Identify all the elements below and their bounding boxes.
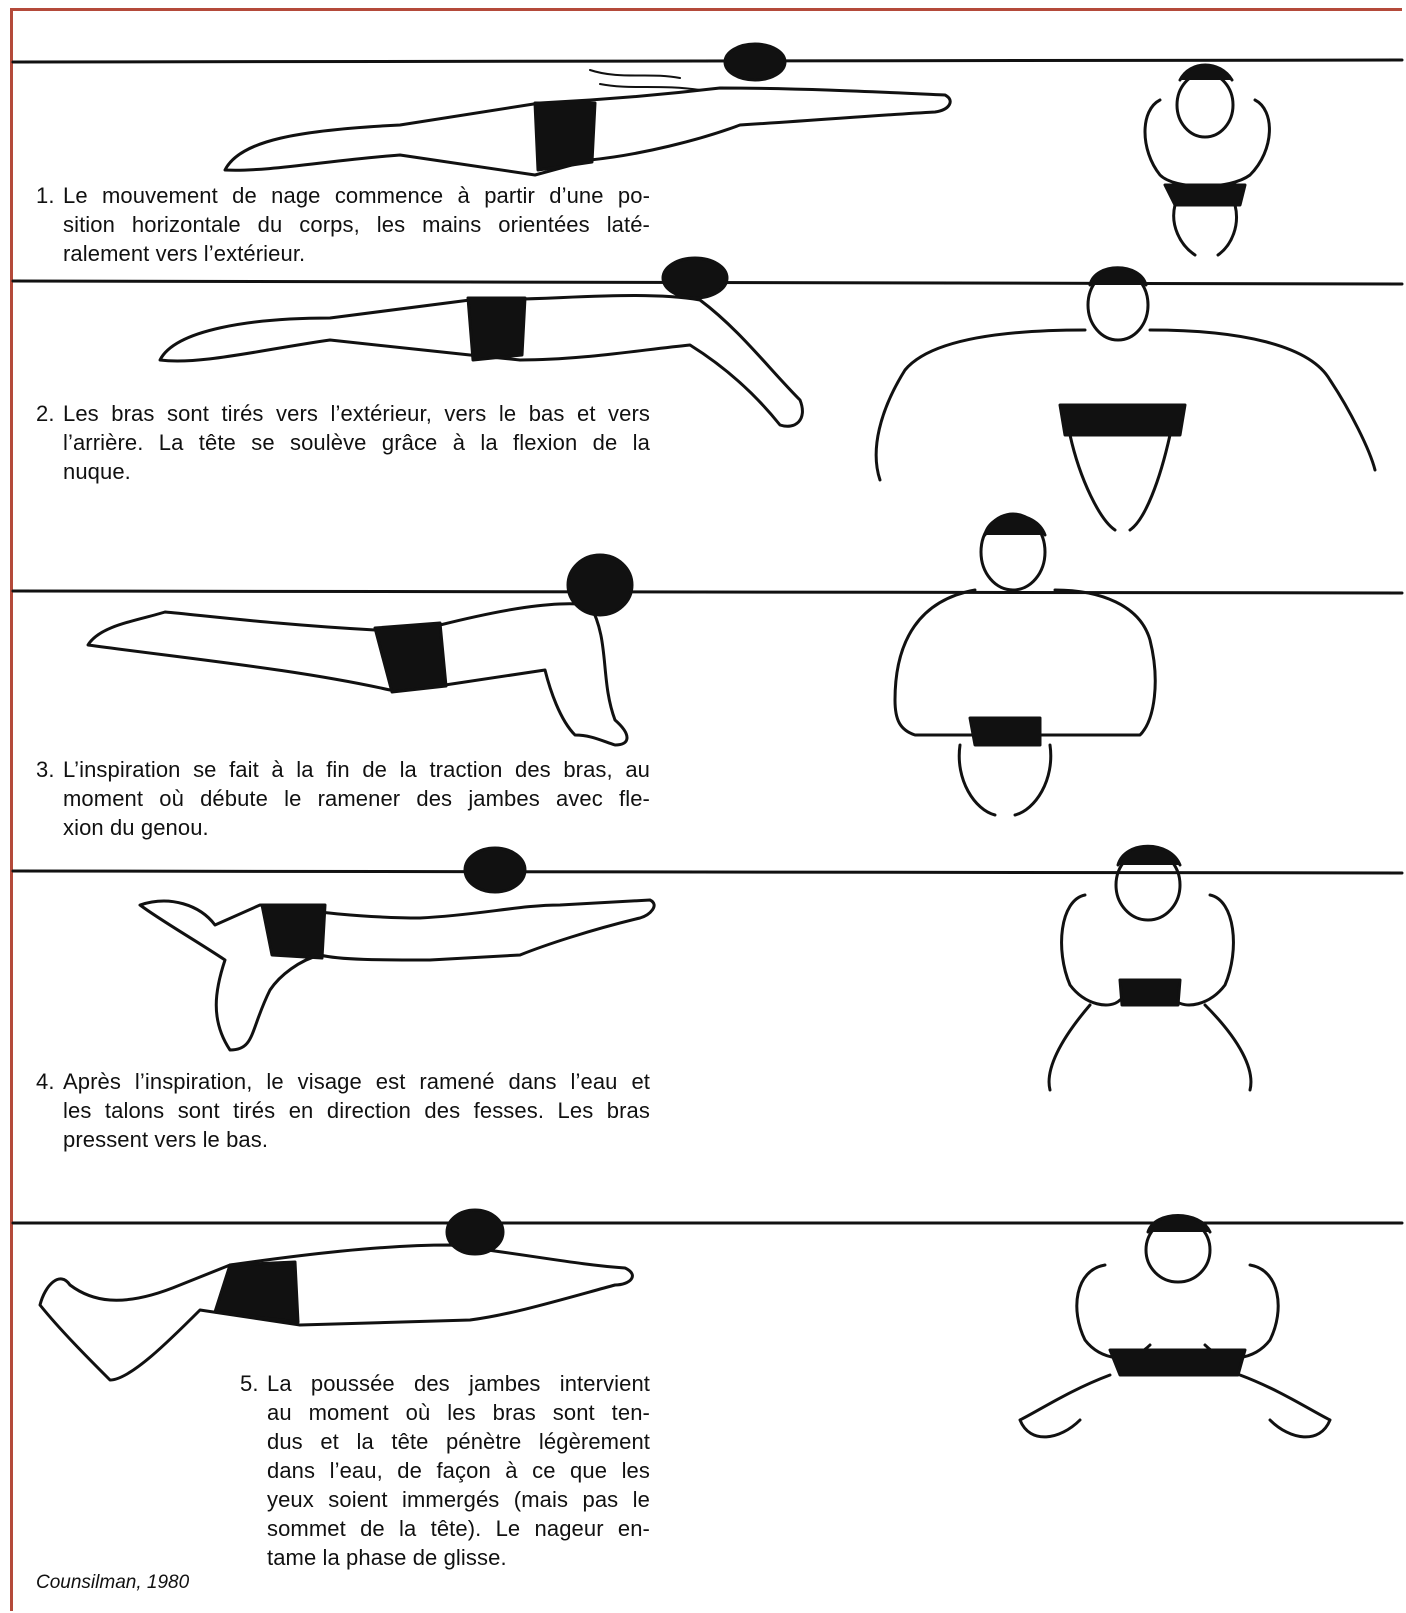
step-3-caption: 3. L’inspiration se fait à la fin de la … <box>36 755 650 842</box>
step-1-caption: 1. Le mouvement de nage commence à parti… <box>36 181 650 268</box>
source-credit: Counsilman, 1980 <box>36 1572 189 1594</box>
step-1-line-1: Le mouvement de nage commence à partir d… <box>63 181 650 210</box>
step-2-caption: 2. Les bras sont tirés vers l’extérieur,… <box>36 399 650 486</box>
step-4-caption: 4. Après l’inspiration, le visage est ra… <box>36 1067 650 1154</box>
swimmer-front-5 <box>1020 1216 1330 1437</box>
step-5-line-5: yeux soient immergés (mais pas le <box>267 1485 650 1514</box>
step-4-line-1: Après l’inspiration, le visage est ramen… <box>63 1067 650 1096</box>
step-1-number: 1. <box>36 181 55 210</box>
swimmer-front-2 <box>876 268 1375 530</box>
swimmer-front-4 <box>1049 846 1251 1090</box>
step-3-line-1: L’inspiration se fait à la fin de la tra… <box>63 755 650 784</box>
step-2-line-2: l’arrière. La tête se soulève grâce à la… <box>63 428 650 457</box>
water-line-3 <box>13 591 1402 593</box>
swimmer-side-5 <box>40 1210 632 1380</box>
step-5-caption: 5. La poussée des jambes intervient au m… <box>240 1369 650 1572</box>
water-line-4 <box>13 871 1402 873</box>
step-4-line-2: les talons sont tirés en direction des f… <box>63 1096 650 1125</box>
step-5-line-1: La poussée des jambes intervient <box>267 1369 650 1398</box>
swimmer-front-1 <box>1145 65 1269 255</box>
step-5-line-6: sommet de la tête). Le nageur en- <box>267 1514 650 1543</box>
step-2-line-1: Les bras sont tirés vers l’extérieur, ve… <box>63 399 650 428</box>
swimmer-side-3 <box>88 555 632 745</box>
step-5-line-2: au moment où les bras sont ten- <box>267 1398 650 1427</box>
step-3-line-3: xion du genou. <box>63 813 650 842</box>
swimmer-side-1 <box>225 44 950 175</box>
step-4-number: 4. <box>36 1067 55 1096</box>
step-1-line-2: sition horizontale du corps, les mains o… <box>63 210 650 239</box>
step-5-line-7: tame la phase de glisse. <box>267 1543 650 1572</box>
step-3-number: 3. <box>36 755 55 784</box>
step-2-line-3: nuque. <box>63 457 650 486</box>
step-5-line-3: dus et la tête pénètre légèrement <box>267 1427 650 1456</box>
water-line-1 <box>13 60 1402 62</box>
step-4-line-3: pressent vers le bas. <box>63 1125 650 1154</box>
step-2-number: 2. <box>36 399 55 428</box>
swimmer-side-4 <box>140 848 654 1050</box>
step-5-line-4: dans l’eau, de façon à ce que les <box>267 1456 650 1485</box>
step-5-number: 5. <box>240 1369 259 1398</box>
step-3-line-2: moment où débute le ramener des jambes a… <box>63 784 650 813</box>
swimmer-front-3 <box>895 514 1155 815</box>
step-1-line-3: ralement vers l’extérieur. <box>63 239 650 268</box>
